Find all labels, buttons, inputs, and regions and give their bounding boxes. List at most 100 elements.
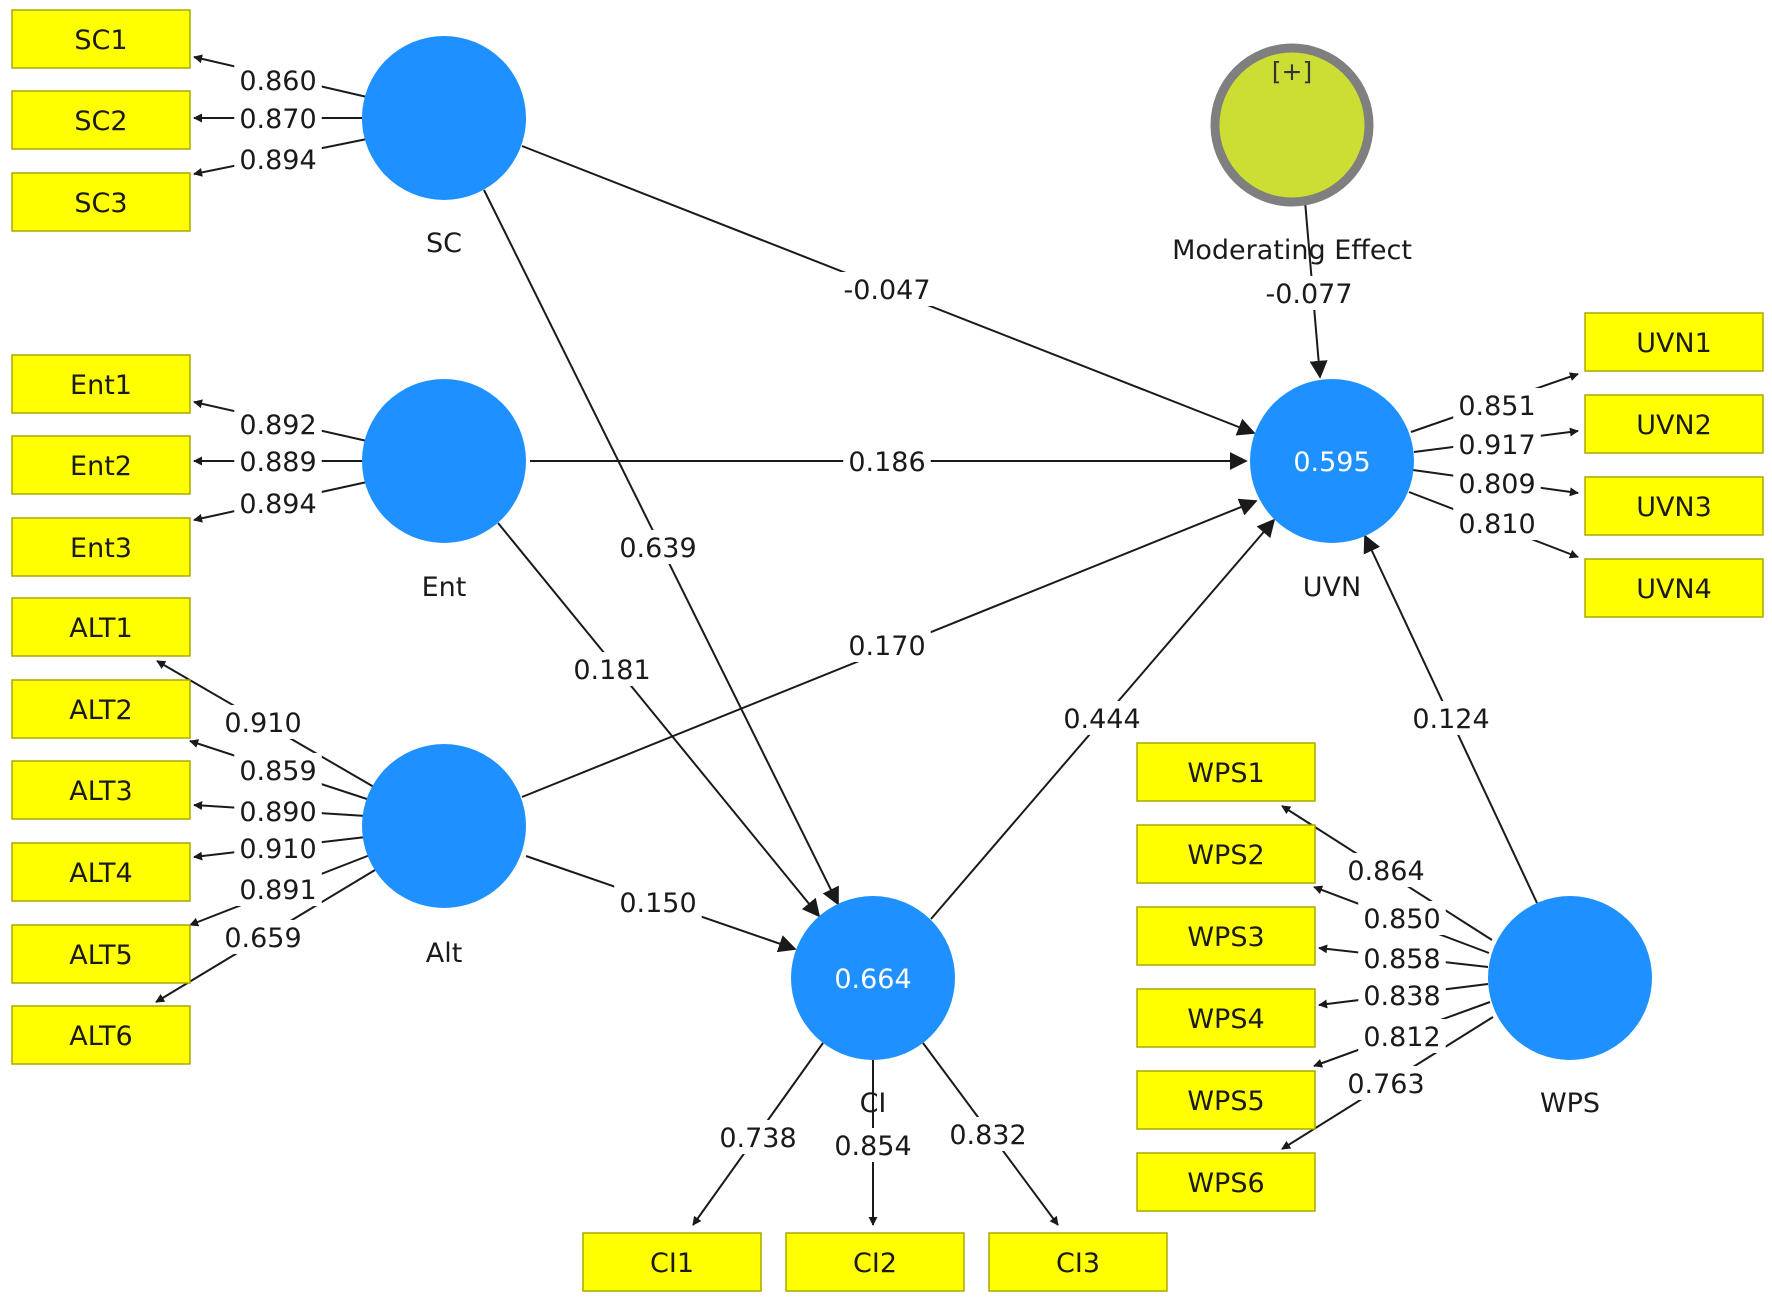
loading-wps1-coefficient: 0.864 (1347, 856, 1424, 887)
loading-uvn3-coefficient: 0.809 (1458, 469, 1535, 500)
indicator-ci3[interactable] (988, 1232, 1168, 1292)
indicator-label-wps1: WPS1 (1187, 758, 1264, 789)
path-mod-to-uvn-coefficient: -0.077 (1265, 279, 1352, 310)
indicator-label-alt3: ALT3 (69, 776, 132, 807)
loading-ent3-label-bg (234, 486, 322, 520)
indicator-label-ent3: Ent3 (70, 533, 132, 564)
latent-alt[interactable] (362, 744, 526, 908)
loading-uvn1-coefficient: 0.851 (1458, 391, 1535, 422)
indicator-ent3[interactable] (11, 517, 191, 577)
indicator-label-uvn1: UVN1 (1636, 328, 1712, 359)
indicator-wps4[interactable] (1136, 988, 1316, 1048)
loading-sc1-coefficient: 0.860 (239, 66, 316, 97)
indicator-sc3[interactable] (11, 172, 191, 232)
indicator-label-alt5: ALT5 (69, 940, 132, 971)
indicator-sc2[interactable] (11, 90, 191, 150)
latent-uvn[interactable] (1250, 379, 1414, 543)
expand-plus-icon[interactable]: [+] (1272, 57, 1312, 86)
latent-label-wps: WPS (1540, 1088, 1600, 1119)
loading-alt1-coefficient: 0.910 (224, 708, 301, 739)
indicator-alt3[interactable] (11, 760, 191, 820)
loading-sc3-label-bg (234, 142, 322, 176)
loading-alt1-label-bg (219, 705, 307, 739)
indicator-label-sc1: SC1 (74, 25, 127, 56)
path-alt-to-uvn-label-bg (843, 628, 931, 662)
loading-uvn4-coefficient: 0.810 (1458, 509, 1535, 540)
indicator-ent2[interactable] (11, 435, 191, 495)
latent-wps[interactable] (1488, 896, 1652, 1060)
indicator-wps3[interactable] (1136, 906, 1316, 966)
indicator-ci1[interactable] (582, 1232, 762, 1292)
indicator-wps2[interactable] (1136, 824, 1316, 884)
path-alt-to-ci-label-bg (614, 885, 702, 919)
latent-ci[interactable] (791, 896, 955, 1060)
loading-uvn4-label-bg (1453, 506, 1541, 540)
loading-ent1-coefficient: 0.892 (239, 410, 316, 441)
path-ci-to-uvn-label-bg (1058, 701, 1146, 735)
indicator-uvn4[interactable] (1584, 558, 1764, 618)
loading-sc2-coefficient: 0.870 (239, 104, 316, 135)
path-wps-to-uvn-label-bg (1407, 701, 1495, 735)
latent-ent[interactable] (362, 379, 526, 543)
path-ent-to-ci-label-bg (568, 652, 656, 686)
indicator-label-uvn4: UVN4 (1636, 574, 1712, 605)
loading-alt3-label-bg (234, 794, 322, 828)
loading-ent1-label-bg (234, 407, 322, 441)
indicator-alt5[interactable] (11, 924, 191, 984)
latent-sc[interactable] (362, 36, 526, 200)
path-sc-to-uvn-label-bg (835, 272, 939, 306)
loading-wps3-label-bg (1358, 941, 1446, 975)
indicator-wps1[interactable] (1136, 742, 1316, 802)
loading-wps5-coefficient: 0.812 (1363, 1022, 1440, 1053)
loading-sc1-label-bg (234, 63, 322, 97)
indicator-label-ci1: CI1 (650, 1248, 694, 1279)
path-sc-to-ci-label-bg (614, 530, 702, 564)
loading-alt2-label-bg (234, 753, 322, 787)
indicator-label-alt4: ALT4 (69, 858, 132, 889)
loading-ci1-label-bg (714, 1120, 802, 1154)
loading-wps3-coefficient: 0.858 (1363, 944, 1440, 975)
loading-uvn2-label-bg (1453, 427, 1541, 461)
loading-alt6-label-bg (219, 920, 307, 954)
loading-uvn3-label-bg (1453, 466, 1541, 500)
indicator-sc1[interactable] (11, 9, 191, 69)
indicator-wps5[interactable] (1136, 1070, 1316, 1130)
loading-alt2-coefficient: 0.859 (239, 756, 316, 787)
loading-ci1-coefficient: 0.738 (719, 1123, 796, 1154)
loading-wps6-coefficient: 0.763 (1347, 1069, 1424, 1100)
indicator-alt1[interactable] (11, 597, 191, 657)
loading-alt4-label-bg (234, 831, 322, 865)
indicator-label-sc2: SC2 (74, 106, 127, 137)
loading-sc2-label-bg (234, 101, 322, 135)
moderating-effect-node[interactable] (1210, 43, 1374, 207)
indicator-ci2[interactable] (785, 1232, 965, 1292)
indicator-alt6[interactable] (11, 1005, 191, 1065)
path-sc-to-uvn-coefficient: -0.047 (843, 275, 930, 306)
latent-label-uvn: UVN (1303, 572, 1361, 603)
indicator-uvn1[interactable] (1584, 312, 1764, 372)
latent-label-alt: Alt (426, 938, 463, 969)
indicator-uvn3[interactable] (1584, 476, 1764, 536)
indicator-wps6[interactable] (1136, 1152, 1316, 1212)
loading-wps6-label-bg (1342, 1066, 1430, 1100)
loading-alt3-coefficient: 0.890 (239, 797, 316, 828)
moderating-effect-label: Moderating Effect (1172, 235, 1412, 266)
path-ent-to-ci-arrow (497, 522, 821, 918)
indicator-uvn2[interactable] (1584, 394, 1764, 454)
indicator-ent1[interactable] (11, 354, 191, 414)
indicator-label-wps6: WPS6 (1187, 1168, 1264, 1199)
indicator-alt4[interactable] (11, 842, 191, 902)
loading-ci2-coefficient: 0.854 (834, 1131, 911, 1162)
nodes-layer: [+]Moderating EffectSCEntAlt0.664CI0.595… (11, 9, 1764, 1292)
latent-label-ci: CI (860, 1088, 887, 1119)
path-ent-to-uvn-label-bg (843, 444, 931, 478)
loading-ci2-label-bg (829, 1128, 917, 1162)
indicator-label-uvn3: UVN3 (1636, 492, 1712, 523)
indicator-alt2[interactable] (11, 679, 191, 739)
loading-uvn2-coefficient: 0.917 (1458, 430, 1535, 461)
loading-ent2-label-bg (234, 444, 322, 478)
loading-alt6-coefficient: 0.659 (224, 923, 301, 954)
indicator-label-wps4: WPS4 (1187, 1004, 1264, 1035)
loading-sc3-coefficient: 0.894 (239, 145, 316, 176)
indicator-label-alt6: ALT6 (69, 1021, 132, 1052)
